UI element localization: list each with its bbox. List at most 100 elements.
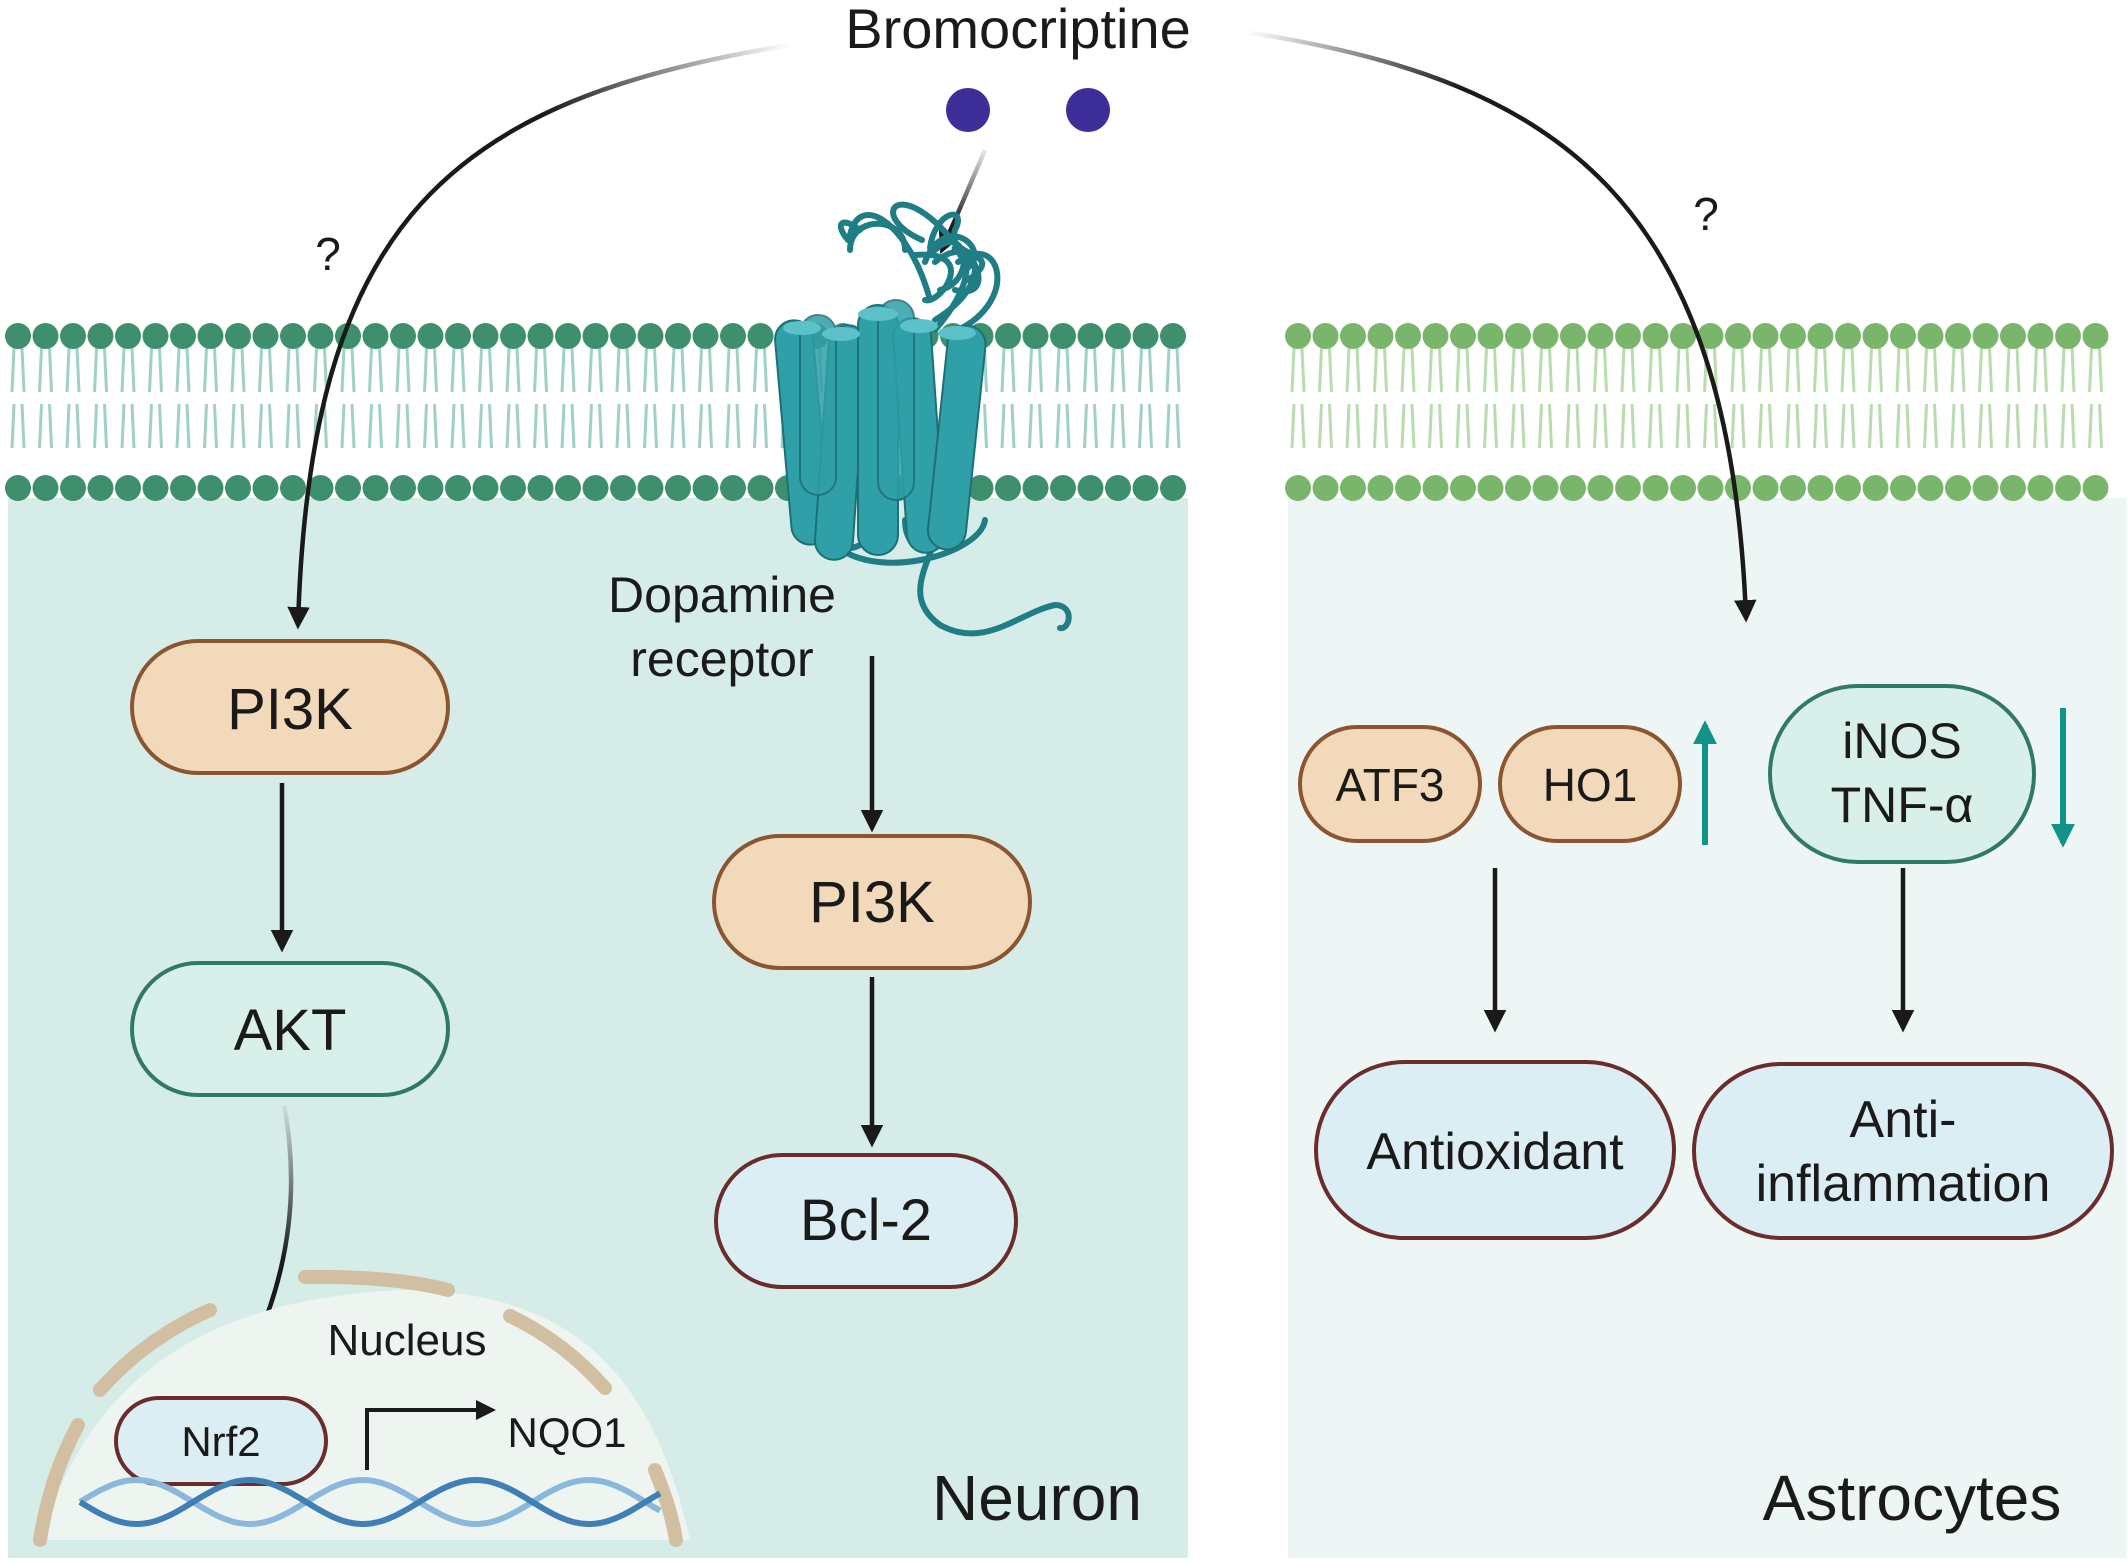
lipid-tail bbox=[1455, 403, 1471, 449]
astrocyte-cell-membrane bbox=[1285, 323, 2109, 501]
lipid-head bbox=[637, 323, 664, 349]
lipid-tail bbox=[1565, 347, 1581, 393]
lipid-head bbox=[1160, 475, 1186, 501]
lipid-tail bbox=[560, 403, 576, 449]
lipid-head bbox=[362, 475, 389, 501]
lipid-head bbox=[1725, 323, 1751, 349]
lipid-tail bbox=[533, 403, 548, 449]
lipid-tail bbox=[423, 403, 438, 449]
lipid-head bbox=[390, 475, 416, 501]
lipid-head bbox=[1050, 475, 1076, 501]
lipid-head bbox=[142, 323, 169, 349]
lipid-tail bbox=[1318, 403, 1333, 449]
lipid-tail bbox=[725, 347, 741, 393]
lipid-head bbox=[280, 323, 306, 349]
lipid-head bbox=[1890, 475, 1916, 501]
lipid-head bbox=[1285, 323, 1311, 349]
lipid-tail bbox=[93, 347, 108, 393]
lipid-head bbox=[500, 323, 526, 349]
pi3k-left-label: PI3K bbox=[227, 677, 353, 742]
lipid-head bbox=[1642, 323, 1669, 349]
lipid-head bbox=[1050, 323, 1076, 349]
lipid-tail bbox=[368, 403, 383, 449]
lipid-tail bbox=[1868, 347, 1883, 393]
lipid-head bbox=[1862, 475, 1889, 501]
lipid-head bbox=[1367, 323, 1394, 349]
lipid-tail bbox=[1785, 403, 1801, 449]
lipid-head bbox=[87, 475, 114, 501]
lipid-tail bbox=[230, 403, 246, 449]
lipid-tail bbox=[258, 403, 273, 449]
lipid-head bbox=[1105, 475, 1131, 501]
unknown-mechanism-astrocytes: ? bbox=[1693, 188, 1719, 240]
inos-tnfa-node bbox=[1768, 684, 2036, 864]
lipid-head bbox=[170, 475, 196, 501]
akt-node bbox=[130, 961, 450, 1097]
lipid-tail bbox=[1895, 347, 1911, 393]
lipid-head bbox=[1077, 475, 1104, 501]
lipid-head bbox=[1560, 475, 1586, 501]
lipid-head bbox=[280, 475, 306, 501]
lipid-head bbox=[1780, 475, 1806, 501]
atf3-node bbox=[1298, 725, 1482, 843]
lipid-head bbox=[225, 323, 251, 349]
lipid-tail bbox=[505, 347, 521, 393]
lipid-tail bbox=[1675, 403, 1691, 449]
lipid-tail bbox=[1400, 403, 1416, 449]
inos-label: iNOS bbox=[1842, 713, 1961, 769]
lipid-tail bbox=[505, 403, 521, 449]
lipid-tail bbox=[258, 347, 273, 393]
lipid-tail bbox=[1840, 347, 1856, 393]
lipid-tail bbox=[1538, 347, 1553, 393]
lipid-tail bbox=[1000, 403, 1016, 449]
lipid-tail bbox=[1138, 347, 1153, 393]
lipid-head bbox=[32, 323, 59, 349]
lipid-tail bbox=[1923, 347, 1938, 393]
lipid-head bbox=[1312, 475, 1339, 501]
lipid-tail bbox=[1055, 347, 1071, 393]
lipid-tail bbox=[1083, 347, 1098, 393]
lipid-head bbox=[692, 323, 719, 349]
lipid-tail bbox=[203, 347, 218, 393]
lipid-head bbox=[582, 323, 609, 349]
lipid-tail bbox=[1165, 403, 1181, 449]
lipid-tail bbox=[1950, 403, 1966, 449]
lipid-head bbox=[197, 323, 224, 349]
lipid-head bbox=[1105, 323, 1131, 349]
antioxidant-label: Antioxidant bbox=[1366, 1123, 1624, 1181]
lipid-head bbox=[582, 475, 609, 501]
lipid-head bbox=[335, 475, 361, 501]
lipid-tail bbox=[643, 347, 658, 393]
lipid-head bbox=[362, 323, 389, 349]
lipid-head bbox=[1587, 323, 1614, 349]
lipid-tail bbox=[1428, 347, 1443, 393]
lipid-head bbox=[637, 475, 664, 501]
lipid-tail bbox=[1400, 347, 1416, 393]
lipid-head bbox=[225, 475, 251, 501]
lipid-head bbox=[1395, 475, 1421, 501]
lipid-head bbox=[142, 475, 169, 501]
lipid-head bbox=[1752, 323, 1779, 349]
lipid-head bbox=[1945, 323, 1971, 349]
bcl2-label: Bcl-2 bbox=[800, 1188, 932, 1253]
lipid-tail bbox=[1345, 347, 1361, 393]
lipid-head bbox=[1697, 323, 1724, 349]
lipid-head bbox=[995, 323, 1021, 349]
lipid-head bbox=[1972, 323, 1999, 349]
lipid-head bbox=[665, 323, 691, 349]
lipid-head bbox=[2027, 475, 2054, 501]
lipid-head bbox=[1945, 475, 1971, 501]
lipid-tail bbox=[120, 347, 136, 393]
lipid-head bbox=[307, 475, 334, 501]
lipid-tail bbox=[148, 347, 163, 393]
lipid-head bbox=[1160, 323, 1186, 349]
lipid-head bbox=[60, 475, 86, 501]
neuron-panel-label: Neuron bbox=[932, 1462, 1142, 1534]
lipid-tail bbox=[2060, 403, 2076, 449]
lipid-tail bbox=[395, 403, 411, 449]
lipid-head bbox=[967, 475, 994, 501]
nucleus-label: Nucleus bbox=[328, 1316, 487, 1365]
lipid-tail bbox=[478, 403, 493, 449]
lipid-tail bbox=[1620, 403, 1636, 449]
lipid-head bbox=[1450, 323, 1476, 349]
